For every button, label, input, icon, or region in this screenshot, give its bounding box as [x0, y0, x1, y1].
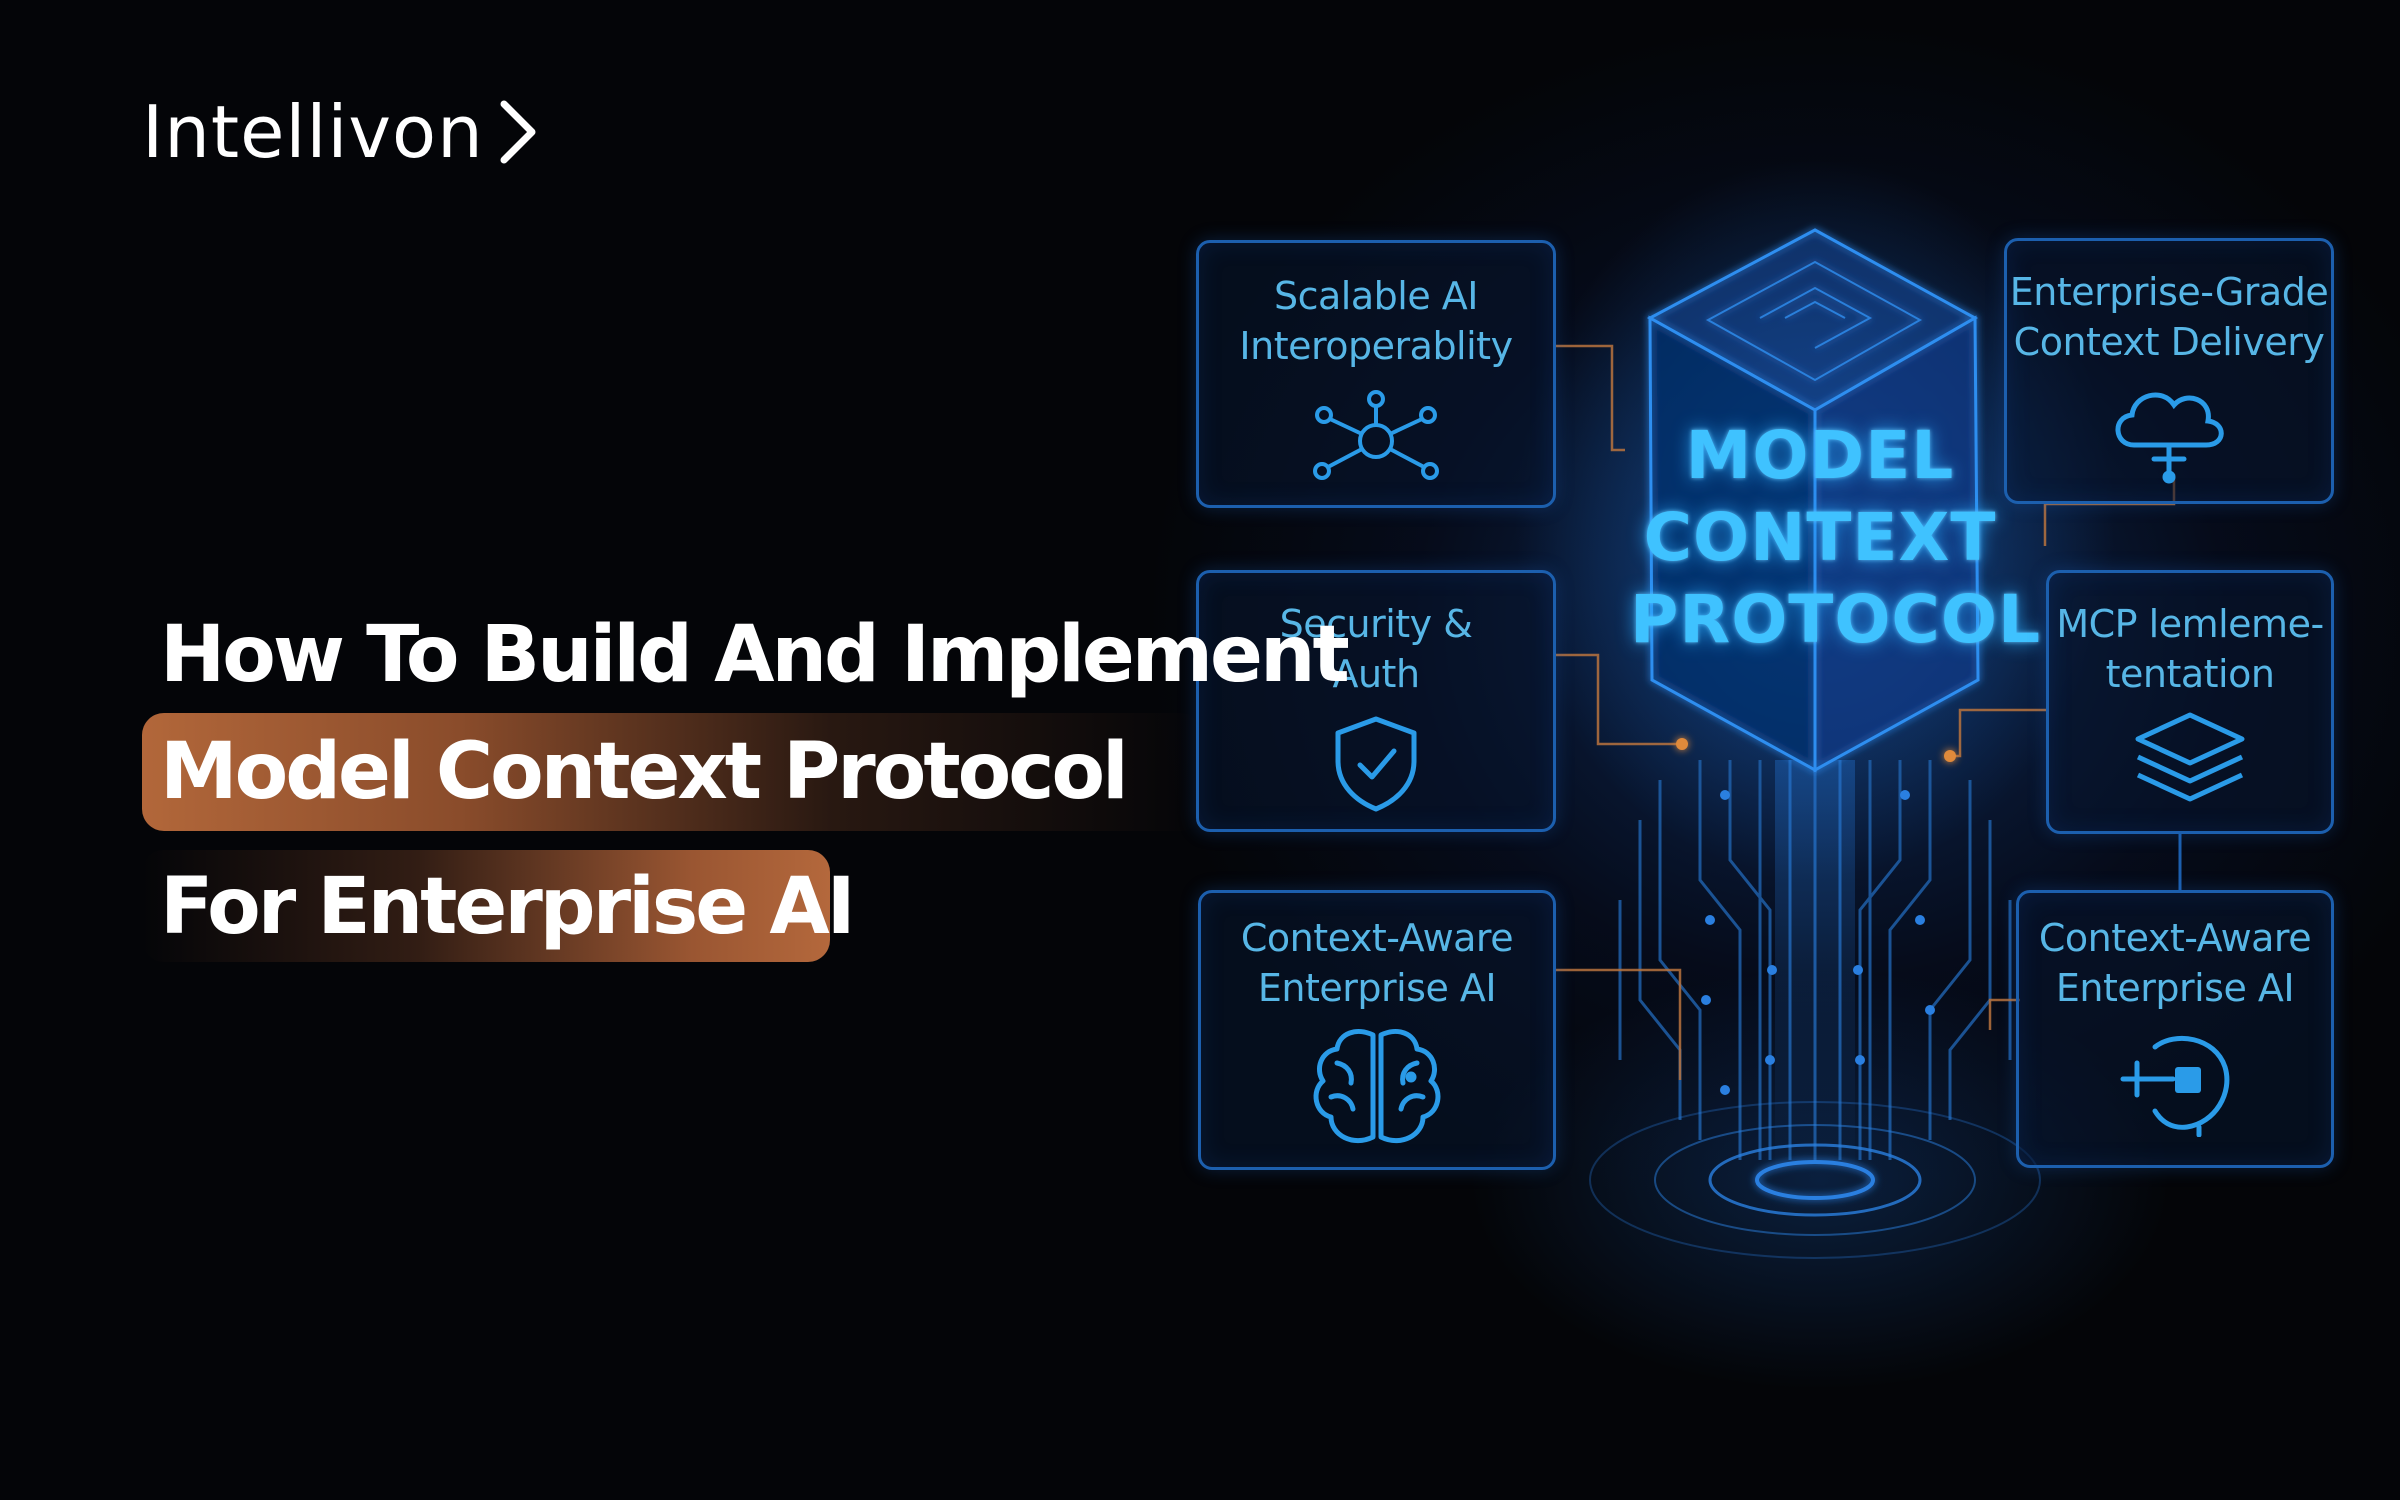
card-title-line-1: Context-Aware: [2038, 916, 2312, 960]
card-title-line-1: Security &: [1279, 602, 1473, 646]
brain-icon: [1313, 1029, 1441, 1144]
headline-line-3: For Enterprise AI: [160, 862, 856, 952]
brand-name: Intellivon: [142, 90, 484, 174]
card-title-line-2: Context Delivery: [2013, 320, 2325, 364]
chevron-right-icon: [500, 100, 536, 164]
card-enterprise-grade[interactable]: Enterprise-Grade Context Delivery: [2004, 238, 2334, 504]
hub-prism: [1646, 228, 1980, 773]
card-title-line-1: Scalable AI: [1274, 274, 1478, 318]
card-title: Enterprise-Grade Context Delivery: [2007, 267, 2331, 367]
card-context-aware-left[interactable]: Context-Aware Enterprise AI: [1198, 890, 1556, 1170]
card-title-line-1: MCP lemleme-: [2056, 602, 2324, 646]
hub-line-1: MODEL: [1685, 417, 1955, 494]
hub-line-2: CONTEXT: [1643, 499, 1997, 576]
orange-nodes: [1676, 738, 1956, 762]
shield-check-icon: [1335, 716, 1417, 812]
headline-line-1: How To Build And Implement: [160, 610, 1350, 700]
card-title-line-2: tentation: [2105, 652, 2275, 696]
cloud-icon: [2115, 392, 2224, 484]
card-title: Context-Aware Enterprise AI: [1201, 913, 1553, 1013]
network-hub-icon: [1313, 390, 1439, 480]
card-title-line-2: Interoperablity: [1239, 324, 1513, 368]
card-scalable-ai[interactable]: Scalable AI Interoperablity: [1196, 240, 1556, 508]
hub-title: MODEL CONTEXT PROTOCOL: [1630, 415, 2042, 661]
highlight-bar-2: [142, 850, 830, 962]
connectors: [1556, 344, 2176, 1080]
card-title-line-2: Enterprise AI: [2055, 966, 2295, 1010]
headline-line-2: Model Context Protocol: [160, 727, 1129, 817]
card-title: Scalable AI Interoperablity: [1199, 271, 1553, 371]
card-context-aware-right[interactable]: Context-Aware Enterprise AI: [2016, 890, 2334, 1168]
hub-line-3: PROTOCOL: [1630, 581, 2042, 658]
brand-logo[interactable]: Intellivon: [142, 96, 544, 168]
card-mcp-implementation[interactable]: MCP lemleme- tentation: [2046, 570, 2334, 834]
highlight-bar-1: [142, 713, 1202, 831]
plug-icon: [2120, 1035, 2230, 1137]
circuit-nodes: [1701, 790, 1935, 1095]
layers-icon: [2135, 712, 2245, 802]
card-title: MCP lemleme- tentation: [2049, 599, 2331, 699]
card-title-line-2: Auth: [1332, 652, 1420, 696]
card-title-line-1: Context-Aware: [1240, 916, 1514, 960]
card-title-line-2: Enterprise AI: [1257, 966, 1497, 1010]
light-beam: [1775, 760, 1855, 1180]
card-title-line-1: Enterprise-Grade: [2009, 270, 2329, 314]
card-title: Context-Aware Enterprise AI: [2019, 913, 2331, 1013]
card-title: Security & Auth: [1199, 599, 1553, 699]
card-security-auth[interactable]: Security & Auth: [1196, 570, 1556, 832]
